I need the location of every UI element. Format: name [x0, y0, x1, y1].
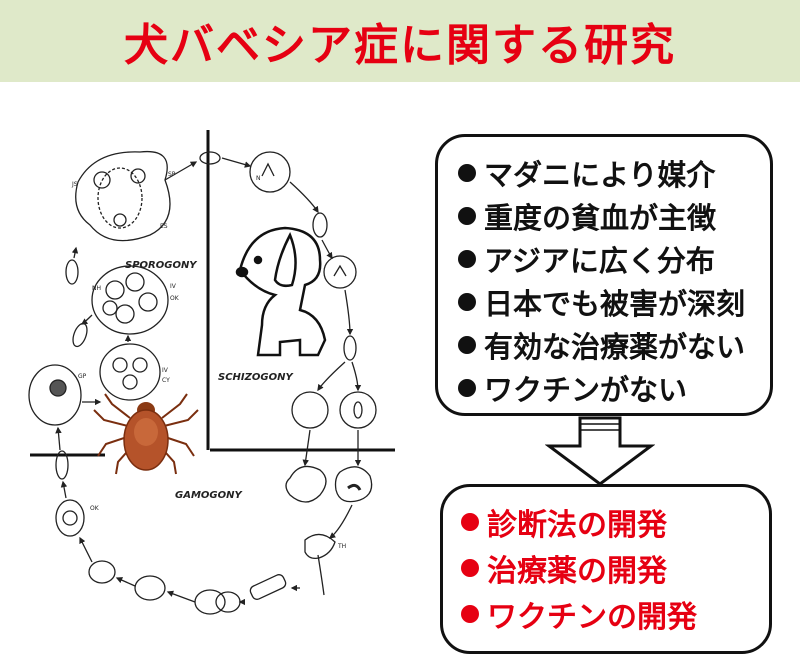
gamont-2	[334, 466, 373, 503]
svg-text:OK: OK	[90, 505, 100, 512]
rbc-2	[323, 255, 357, 289]
goal-item: 診断法の開発	[461, 499, 769, 545]
bullet-icon	[461, 559, 479, 577]
svg-text:CY: CY	[162, 377, 170, 384]
svg-text:ES: ES	[160, 223, 168, 230]
gamont-1	[285, 465, 327, 503]
features-box: マダニにより媒介 重度の貧血が主徴 アジアに広く分布 日本でも被害が深刻 有効な…	[435, 134, 773, 416]
feature-item: 日本でも被害が深刻	[458, 280, 770, 323]
gamogony-label: GAMOGONY	[175, 490, 243, 501]
bullet-icon	[461, 605, 479, 623]
rbc-4	[339, 391, 377, 429]
bullet-icon	[461, 513, 479, 531]
sporogony-label: SPOROGONY	[125, 260, 198, 271]
title-bar: 犬バベシア症に関する研究	[0, 0, 800, 82]
goals-box: 診断法の開発 治療薬の開発 ワクチンの開発	[440, 484, 772, 654]
gut-cell	[99, 343, 161, 401]
feature-item: ワクチンがない	[458, 366, 770, 409]
bullet-icon	[458, 378, 476, 397]
schizogony-label: SCHIZOGONY	[218, 372, 294, 383]
feature-item: 重度の貧血が主徴	[458, 194, 770, 237]
bullet-icon	[458, 335, 476, 354]
tick-icon	[93, 393, 199, 475]
svg-text:OK: OK	[170, 295, 180, 302]
feature-item: マダニにより媒介	[458, 151, 770, 194]
salivary-cell	[75, 150, 171, 242]
svg-text:NH: NH	[92, 285, 101, 292]
svg-text:N: N	[256, 175, 261, 182]
oval-cell	[28, 364, 82, 426]
svg-text:SP: SP	[168, 171, 176, 178]
svg-text:JS: JS	[71, 181, 78, 188]
svg-text:IV: IV	[162, 367, 169, 374]
life-cycle-diagram: SPOROGONY SCHIZOGONY GAMOGONY	[28, 130, 395, 615]
goal-item: 治療薬の開発	[461, 545, 769, 591]
svg-text:TH: TH	[337, 543, 346, 550]
feature-item: 有効な治療薬がない	[458, 323, 770, 366]
svg-text:GP: GP	[78, 373, 87, 380]
down-arrow-icon	[545, 416, 655, 486]
rbc-3	[291, 391, 329, 429]
feature-item: アジアに広く分布	[458, 237, 770, 280]
sporogony-cell	[91, 265, 169, 335]
bullet-icon	[458, 292, 476, 311]
dog-icon	[235, 226, 327, 357]
bullet-icon	[458, 249, 476, 268]
page-title: 犬バベシア症に関する研究	[124, 20, 676, 71]
rbc-1	[249, 151, 291, 193]
bullet-icon	[458, 206, 476, 225]
goal-item: ワクチンの開発	[461, 591, 769, 637]
svg-text:IV: IV	[170, 283, 177, 290]
bullet-icon	[458, 163, 476, 182]
